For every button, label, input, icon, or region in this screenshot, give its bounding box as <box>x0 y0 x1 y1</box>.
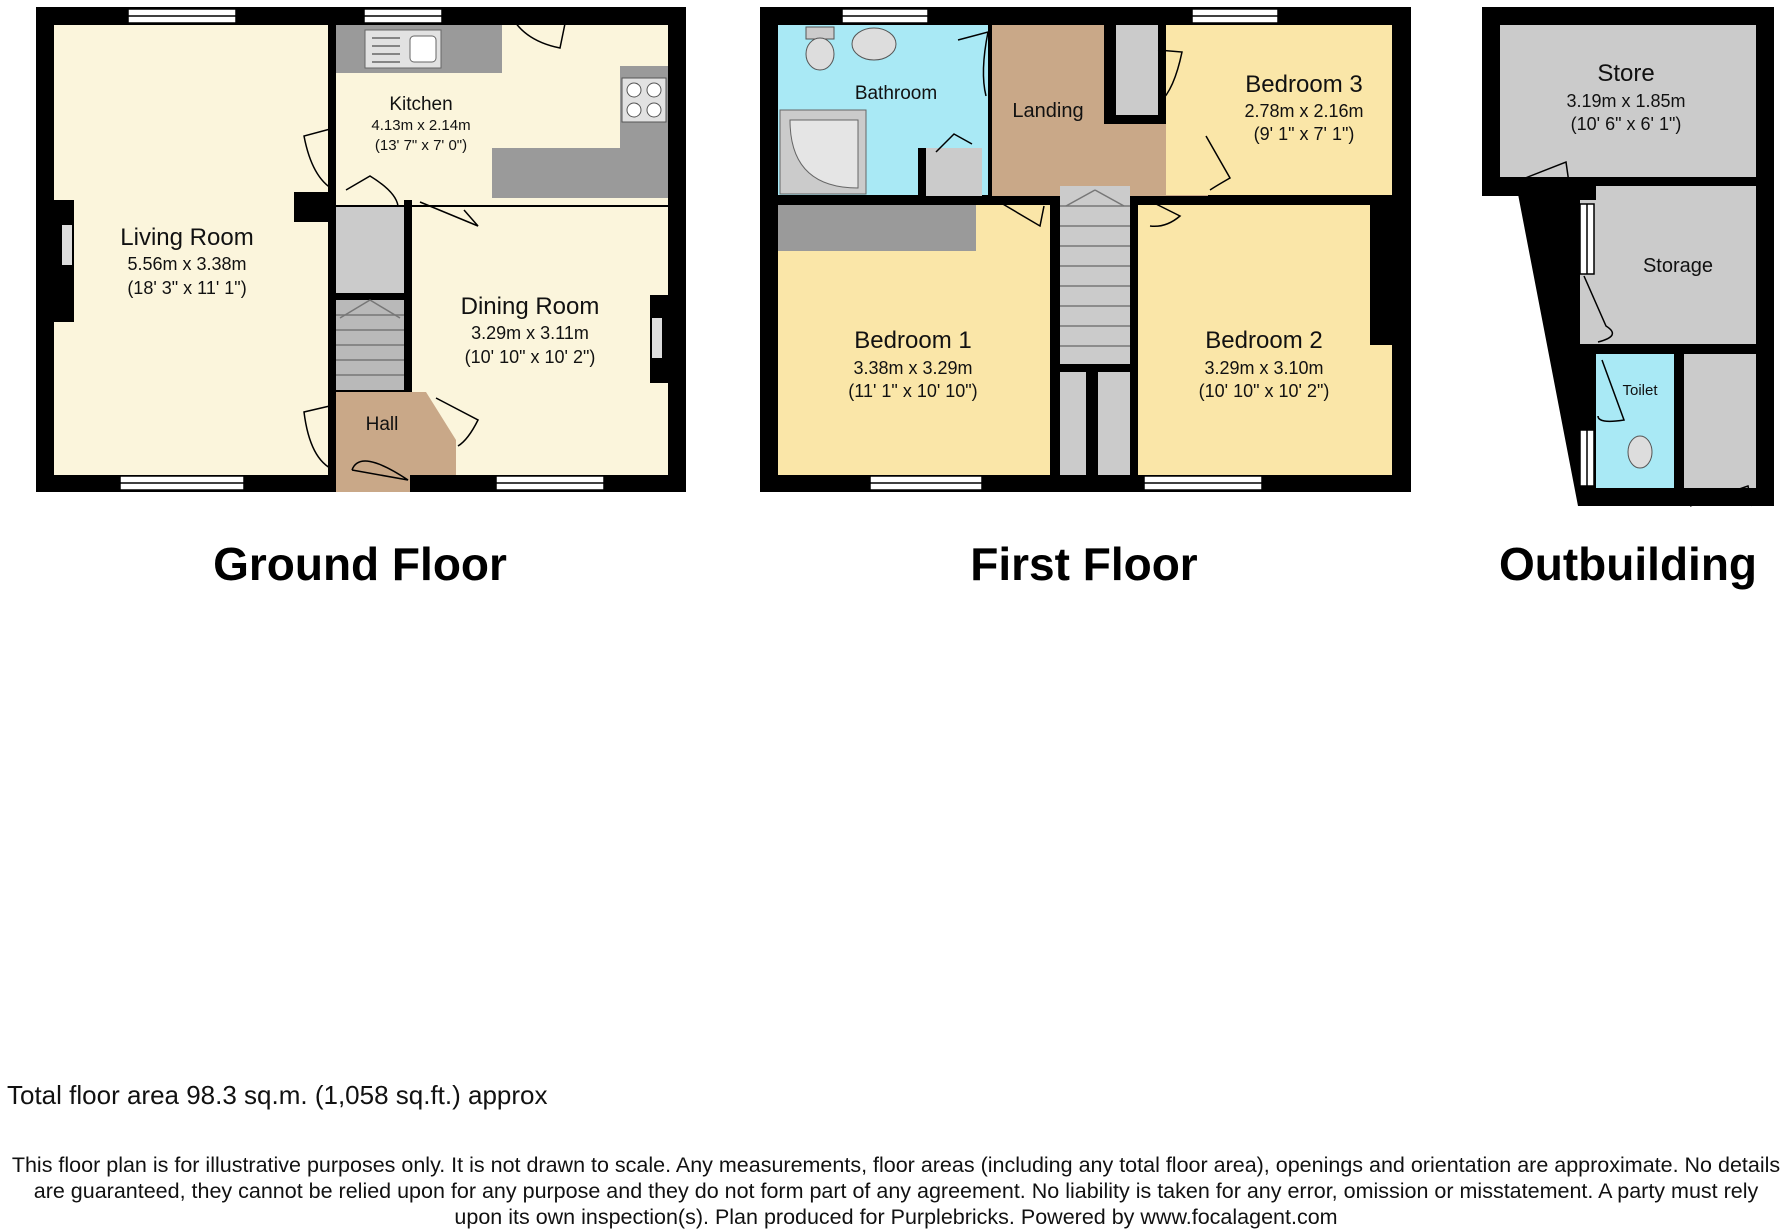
outbuilding-title: Outbuilding <box>1499 538 1757 590</box>
bedroom-1-imperial: (11' 1" x 10' 10") <box>848 381 977 401</box>
hall-area <box>336 392 456 492</box>
first-floor-title: First Floor <box>970 538 1198 590</box>
understairs-cupboard <box>336 207 404 293</box>
kitchen-dims: 4.13m x 2.14m <box>371 117 470 134</box>
toilet-name: Toilet <box>1622 382 1658 399</box>
ground-windows <box>119 8 605 491</box>
bathroom-name: Bathroom <box>855 83 937 104</box>
bedroom-2-imperial: (10' 10" x 10' 2") <box>1199 381 1330 401</box>
outbuilding-windows <box>1579 203 1595 487</box>
living-room-imperial: (18' 3" x 11' 1") <box>127 278 246 298</box>
ground-stairs-treads <box>336 299 404 376</box>
landing-area <box>992 25 1208 196</box>
dining-room-dims: 3.29m x 3.11m <box>471 323 589 343</box>
kitchen-name: Kitchen <box>389 94 452 115</box>
outbuilding-toilet-icon <box>1627 435 1653 469</box>
basin-icon <box>851 27 897 61</box>
outbuilding-cupboard <box>1684 354 1756 488</box>
hob-icon <box>621 77 667 123</box>
living-room-area <box>54 25 328 475</box>
ground-floor-plan <box>36 7 686 492</box>
outbuilding-doors <box>1509 160 1753 507</box>
store-name: Store <box>1597 60 1654 87</box>
toilet-icon <box>805 37 835 71</box>
living-room-name: Living Room <box>120 224 253 251</box>
bedroom-3-name: Bedroom 3 <box>1245 71 1362 98</box>
disclaimer-text: This floor plan is for illustrative purp… <box>11 1153 1781 1229</box>
airing-cupboard <box>1116 25 1158 115</box>
store-dims: 3.19m x 1.85m <box>1566 91 1685 111</box>
bedroom-3-dims: 2.78m x 2.16m <box>1244 101 1363 121</box>
first-stairs <box>1060 186 1130 364</box>
bedroom-3-area <box>1166 25 1392 195</box>
bedroom-2-area <box>1136 205 1392 475</box>
bedroom-1-name: Bedroom 1 <box>854 327 971 354</box>
hall-name: Hall <box>366 414 399 435</box>
dining-room-imperial: (10' 10" x 10' 2") <box>465 347 596 367</box>
living-room-dims: 5.56m x 3.38m <box>127 254 246 274</box>
storage-name: Storage <box>1643 255 1713 277</box>
wardrobe <box>778 205 976 251</box>
first-windows <box>841 8 1279 491</box>
bedroom-2-dims: 3.29m x 3.10m <box>1204 358 1323 378</box>
floor-titles: Ground Floor First Floor Outbuilding <box>213 538 1757 590</box>
ground-floor-title: Ground Floor <box>213 538 507 590</box>
total-floor-area: Total floor area 98.3 sq.m. (1,058 sq.ft… <box>7 1080 548 1110</box>
bedroom-3-imperial: (9' 1" x 7' 1") <box>1254 124 1355 144</box>
bedroom-2-name: Bedroom 2 <box>1205 327 1322 354</box>
outbuilding-plan <box>1482 7 1774 507</box>
room-labels: Living Room 5.56m x 3.38m (18' 3" x 11' … <box>120 60 1713 435</box>
store-area <box>1500 25 1756 177</box>
bedroom-1-dims: 3.38m x 3.29m <box>853 358 972 378</box>
landing-name: Landing <box>1012 100 1083 122</box>
ground-doors <box>303 8 569 481</box>
dining-room-area <box>412 207 668 475</box>
dining-room-name: Dining Room <box>461 293 600 320</box>
first-floor-plan <box>760 7 1411 492</box>
storage-area <box>1596 186 1756 344</box>
kitchen-imperial: (13' 7" x 7' 0") <box>375 137 467 154</box>
store-imperial: (10' 6" x 6' 1") <box>1571 114 1682 134</box>
first-doors <box>935 30 1232 228</box>
